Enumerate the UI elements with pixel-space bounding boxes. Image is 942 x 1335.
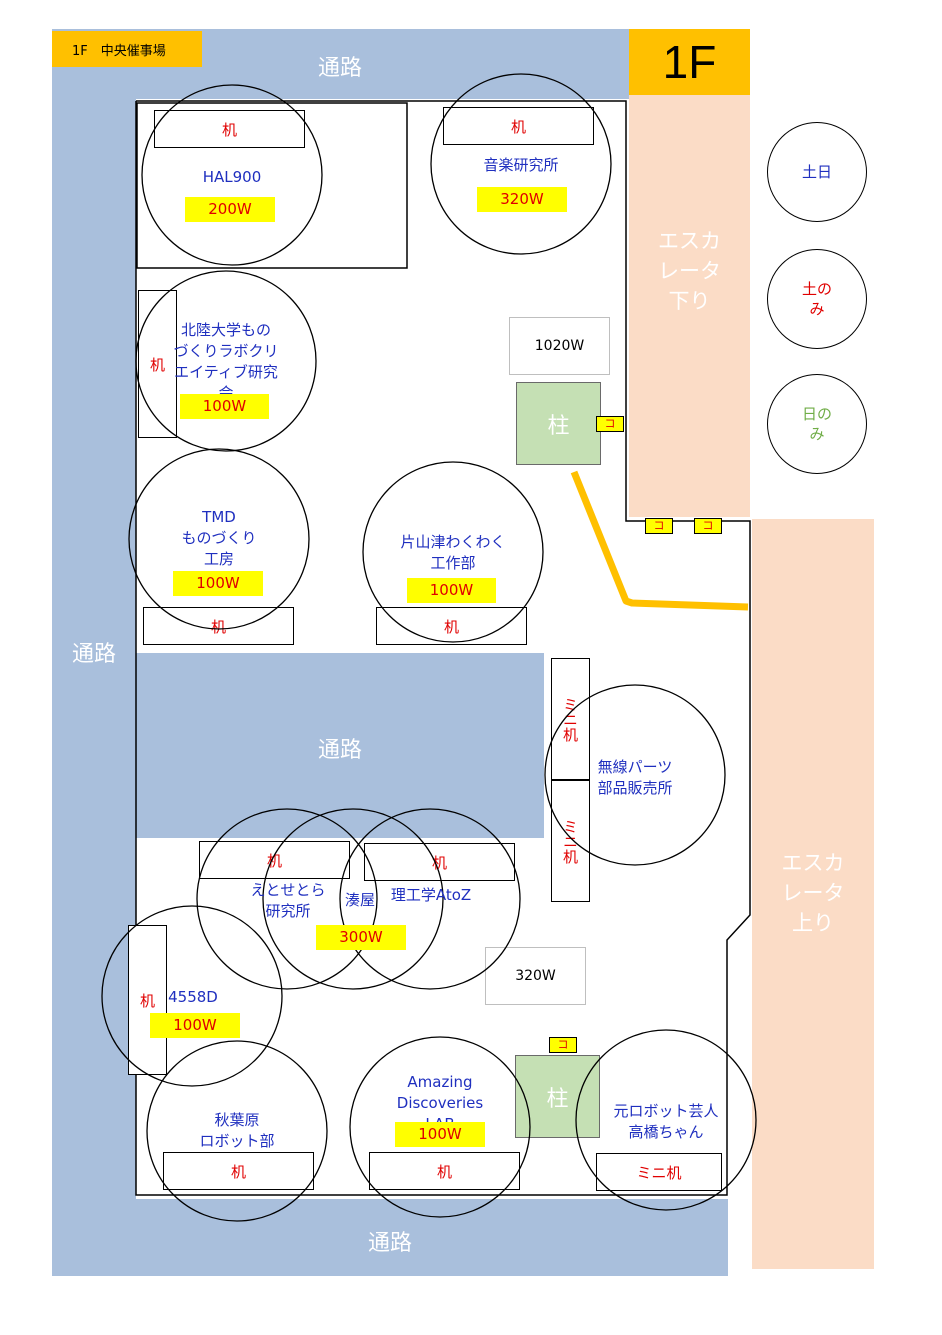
circle-4558d — [101, 905, 283, 1087]
legend-sat-only: 土の み — [767, 249, 867, 349]
booth-4558d-name: 4558D — [168, 988, 218, 1006]
circle-hal900 — [141, 84, 323, 266]
escalator-up-label: エスカ レータ 上り — [781, 851, 845, 935]
booth-hokuriku-name: 北陸大学もの づくりラボクリ エイティブ研究 会 — [173, 321, 279, 394]
booth-amazing-power: 100W — [395, 1122, 485, 1147]
pillar-lower: 柱 — [515, 1055, 600, 1138]
circle-tmd — [128, 448, 310, 630]
venue-tag-text: 1F 中央催事場 — [72, 44, 166, 59]
booth-etosetora-name: えとせとら 研究所 — [250, 881, 326, 920]
desk-amazing: 机 — [369, 1152, 520, 1190]
power-box-lower: 320W — [485, 947, 586, 1005]
booth-music-power: 320W — [477, 187, 567, 212]
booth-amazing-name: Amazing Discoveries LAB — [396, 1073, 484, 1124]
circle-amazing — [349, 1036, 531, 1218]
booth-music-name: 音楽研究所 — [483, 156, 559, 174]
booth-hokuriku-power: 100W — [180, 394, 269, 419]
booth-katayamazu-power: 100W — [407, 578, 496, 603]
desk-hal900: 机 — [154, 110, 305, 148]
booth-takahashi-name: 元ロボット芸人 高橋ちゃん — [613, 1102, 719, 1141]
legend-sat-sun: 土日 — [767, 122, 867, 222]
road-center-label: 通路 — [317, 738, 362, 763]
booth-akihabara-name: 秋葉原 ロボット部 — [199, 1111, 275, 1150]
road-center — [136, 653, 544, 838]
outlet-pillar-upper: コ — [596, 416, 624, 432]
desk-katayamazu: 机 — [376, 607, 527, 645]
circle-katayamazu — [362, 461, 544, 643]
road-bottom — [52, 1199, 728, 1276]
outlet-pillar-lower: コ — [549, 1037, 577, 1053]
venue-tag: 1F 中央催事場 — [52, 31, 202, 67]
circle-rikogaku — [339, 808, 521, 990]
circle-minatoya — [262, 808, 444, 990]
booth-rikogaku-name: 理工学AtoZ — [390, 886, 472, 904]
booth-hal900-power: 200W — [185, 197, 275, 222]
booth-4558d-power: 100W — [150, 1013, 240, 1038]
circle-hokuriku — [135, 270, 317, 452]
circle-takahashi — [575, 1029, 757, 1211]
mini-desk-takahashi: ミニ机 — [596, 1153, 722, 1191]
booth-tmd-name: TMD ものづくり 工房 — [181, 508, 257, 568]
desk-etosetora: 机 — [199, 841, 350, 879]
circle-etosetora — [196, 808, 378, 990]
desk-4558d: 机 — [128, 925, 167, 1075]
circle-wireless — [544, 684, 726, 866]
escalator-down-label: エスカ レータ 下り — [658, 229, 721, 313]
booth-tmd-power: 100W — [173, 571, 263, 596]
circle-akihabara — [146, 1040, 328, 1222]
escalator-up — [752, 519, 874, 1269]
desk-akihabara: 机 — [163, 1152, 314, 1190]
mini-desk-wireless-bottom: ミニ机 — [551, 780, 590, 902]
road-bottom-label: 通路 — [367, 1231, 412, 1256]
booth-wireless-name: 無線パーツ 部品販売所 — [597, 758, 673, 797]
booth-etosetora-power: 300W — [316, 925, 406, 950]
booth-hal900-name: HAL900 — [202, 168, 262, 186]
circle-music — [430, 73, 612, 255]
desk-hokuriku: 机 — [138, 290, 177, 438]
legend-sun-only: 日の み — [767, 374, 867, 474]
escalator-down — [629, 95, 750, 517]
outlet-wall-left: コ — [645, 518, 673, 534]
road-top-label: 通路 — [317, 56, 362, 81]
outlet-wall-right: コ — [694, 518, 722, 534]
road-left-label: 通路 — [71, 642, 116, 667]
barrier-line — [570, 470, 749, 611]
booth-minatoya-name: 湊屋 — [344, 891, 375, 909]
booth-katayamazu-name: 片山津わくわく 工作部 — [400, 533, 506, 572]
power-box-upper: 1020W — [509, 317, 610, 375]
desk-music: 机 — [443, 107, 594, 145]
floor-label: 1F — [629, 29, 750, 95]
road-left — [52, 99, 136, 1199]
